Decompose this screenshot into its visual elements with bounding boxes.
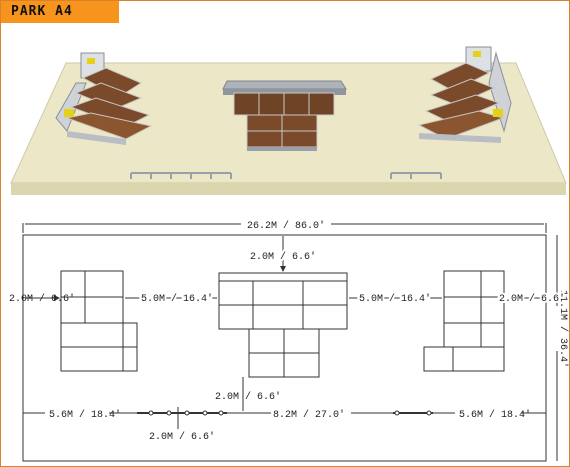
park-3d-render — [10, 46, 567, 195]
rail-plan-right — [393, 410, 433, 416]
top-gap-label: 2.0M / 6.6' — [250, 251, 316, 263]
site-boundary — [22, 234, 547, 462]
page-title: PARK A4 — [11, 4, 73, 19]
overall-depth-label: 11.1M / 36.4' — [557, 290, 569, 368]
left-module-plan — [60, 270, 138, 372]
rail-plan-left — [137, 410, 227, 416]
rail-offset-label: 2.0M / 6.6' — [149, 431, 215, 443]
right-module-plan — [423, 270, 505, 372]
right-ramp-module — [417, 46, 512, 143]
grind-rails — [130, 172, 442, 179]
center-funbox-module — [222, 80, 347, 151]
right-module-width-label: 5.6M / 18.4' — [459, 409, 531, 421]
ground-slab-edge — [11, 183, 566, 195]
left-module-width-label: 5.6M / 18.4' — [49, 409, 121, 421]
overall-width-dimension — [22, 223, 547, 233]
park-plan-view: 26.2M / 86.0' 11.1M / 36.4' — [9, 220, 569, 462]
left-center-gap-label: 5.0M / 16.4' — [141, 293, 213, 305]
title-tab: PARK A4 — [1, 1, 119, 23]
right-edge-gap-label: 2.0M / 6.6' — [499, 293, 565, 305]
left-ramp-module — [55, 52, 153, 145]
left-edge-gap-label: 2.0M / 6.6' — [9, 293, 75, 305]
center-module-plan — [218, 272, 348, 378]
center-bottom-gap-label: 2.0M / 6.6' — [215, 391, 281, 403]
center-right-gap-label: 5.0M / 16.4' — [359, 293, 431, 305]
overall-width-label: 26.2M / 86.0' — [247, 220, 325, 232]
center-width-label: 8.2M / 27.0' — [273, 409, 345, 421]
